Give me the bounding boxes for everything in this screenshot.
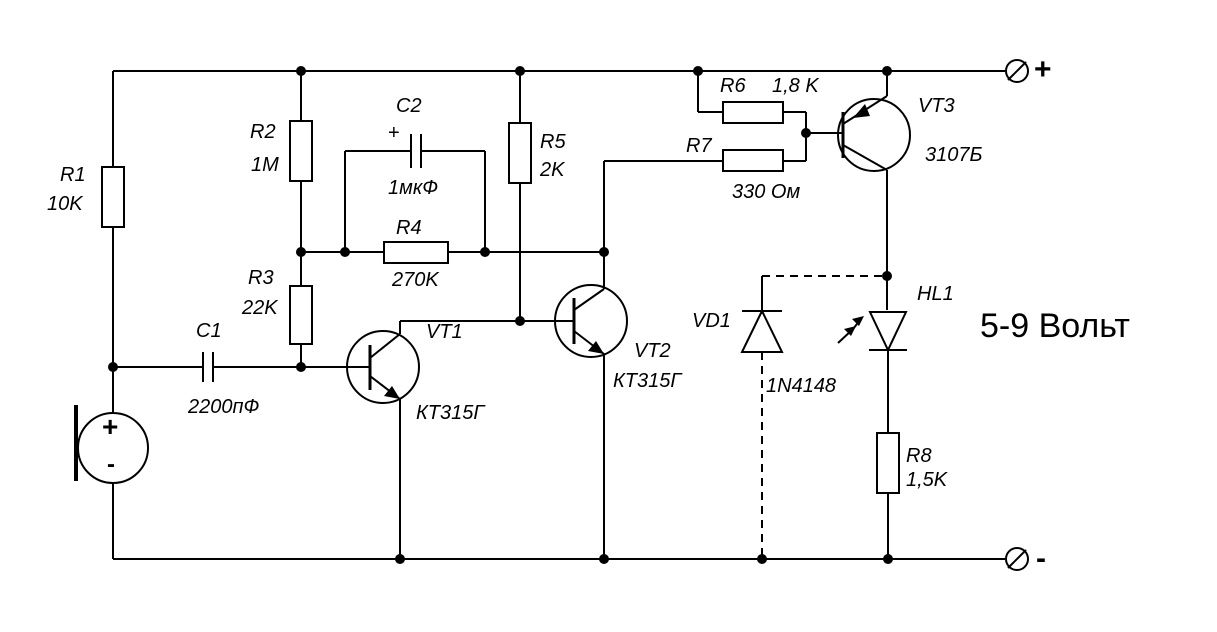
transistor-vt2	[554, 161, 628, 559]
r3-ref: R3	[248, 267, 274, 289]
r4-ref: R4	[396, 217, 422, 239]
r1-ref: R1	[60, 164, 86, 186]
vt3-ref: VT3	[918, 95, 955, 117]
hl1-ref: HL1	[917, 283, 954, 305]
diode-vd1	[740, 276, 784, 559]
positive-terminal	[1005, 59, 1029, 83]
vd1-type: 1N4148	[766, 375, 837, 397]
vt1-ref: VT1	[426, 321, 463, 343]
c1-ref: C1	[196, 320, 222, 342]
resistor-r6	[697, 71, 807, 133]
r8-ref: R8	[906, 445, 932, 467]
microphone	[74, 367, 149, 559]
c1-value: 2200пФ	[188, 396, 260, 418]
resistor-r7	[604, 132, 843, 172]
vt2-type: КТ315Г	[613, 370, 682, 392]
c2-polarity: +	[388, 122, 400, 144]
negative-terminal	[1005, 547, 1029, 571]
r2-ref: R2	[250, 121, 276, 143]
r8-value: 1,5K	[906, 469, 948, 491]
resistor-r1	[101, 71, 125, 367]
junction-dots	[108, 66, 893, 564]
r7-value: 330 Ом	[732, 181, 801, 203]
resistor-r8	[876, 432, 900, 559]
capacitor-c1	[113, 352, 355, 382]
c2-value: 1мкФ	[388, 177, 439, 199]
mic-minus-sign: -	[107, 451, 115, 478]
vt2-ref: VT2	[634, 340, 671, 362]
r1-value: 10K	[47, 193, 83, 215]
capacitor-c2	[344, 134, 486, 252]
r7-ref: R7	[686, 135, 712, 157]
resistor-r5	[508, 71, 532, 321]
resistor-r4	[301, 241, 604, 264]
negative-sign: -	[1036, 542, 1046, 575]
r5-ref: R5	[540, 131, 566, 153]
r2-value: 1M	[251, 154, 279, 176]
vt3-type: 3107Б	[925, 144, 983, 166]
r5-value: 2K	[540, 159, 565, 181]
r6-value: 1,8 K	[772, 75, 819, 97]
r4-value: 270K	[392, 269, 439, 291]
supply-voltage-label: 5-9 Вольт	[980, 307, 1130, 345]
mic-plus-sign: +	[102, 411, 119, 442]
positive-sign: +	[1034, 53, 1052, 86]
led-hl1	[837, 311, 908, 433]
resistor-r2	[289, 71, 313, 286]
resistor-r3	[289, 285, 313, 367]
vd1-ref: VD1	[692, 310, 731, 332]
transistor-vt1	[346, 320, 559, 559]
vt1-type: КТ315Г	[416, 402, 485, 424]
transistor-vt3	[837, 71, 911, 310]
r3-value: 22K	[242, 297, 278, 319]
r6-ref: R6	[720, 75, 746, 97]
c2-ref: C2	[396, 95, 422, 117]
